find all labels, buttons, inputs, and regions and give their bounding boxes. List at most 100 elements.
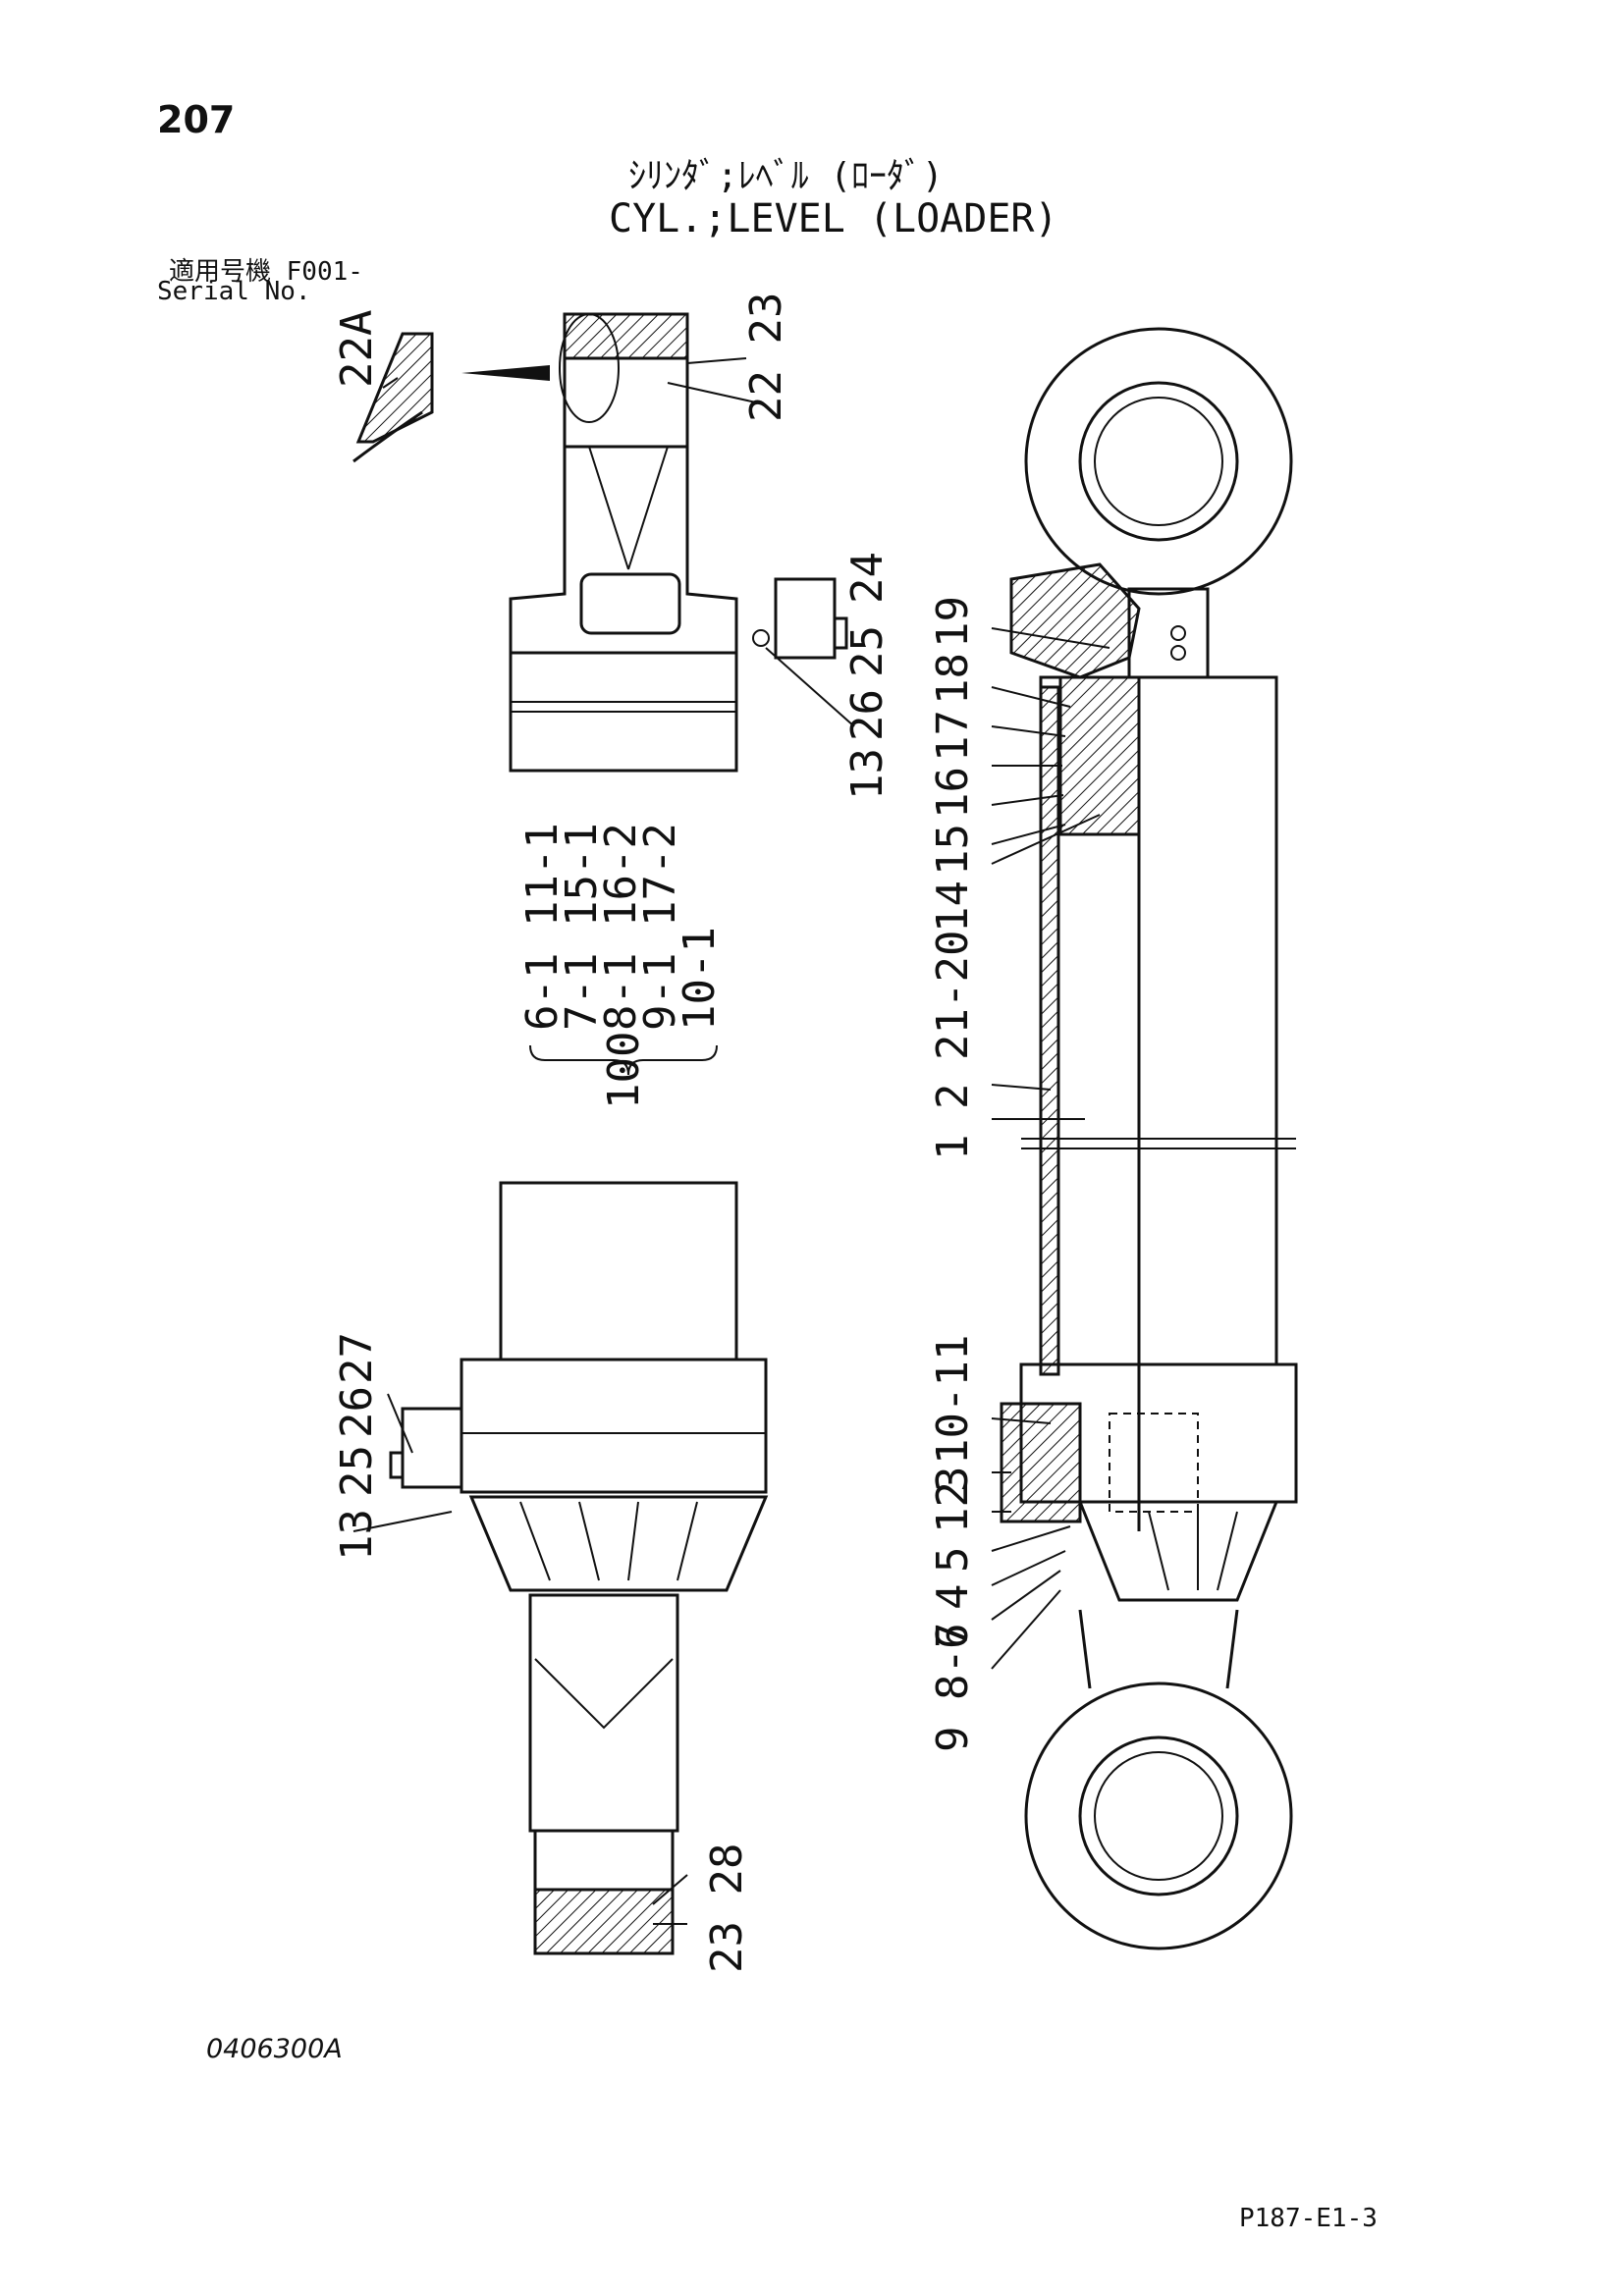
rod-end-taper [468,1495,769,1592]
leader-10-11 [991,1417,1052,1424]
rod-eye-bush [1094,1751,1223,1881]
callout-18: 18 [928,653,978,705]
rod-end-body [460,1358,768,1494]
rod-eye-bore [533,1829,675,1892]
callout-25: 25 [842,625,893,677]
callout-12: 12 [928,1481,978,1533]
rod-end-detail [389,1181,769,1955]
head-eye-inner [1078,381,1239,542]
kit-row-5: 10-1 [675,927,725,1031]
rod-end-bolt [389,1451,405,1479]
title-english: CYL.;LEVEL (LOADER) [609,196,1058,241]
leader-17 [991,725,1066,737]
kit-row-2: 7-1 15-1 [557,823,607,1031]
gland-body [563,356,689,449]
leader-15 [991,794,1064,806]
callout-6: 6 [928,1624,978,1650]
head-eye-outer [1024,327,1293,596]
leader-27 [387,1393,413,1454]
leader-6 [991,1570,1061,1621]
leader-13a [765,647,855,727]
page-number: 207 [157,98,236,141]
rod-eye-neck [1078,1609,1239,1689]
callout-2: 2 [928,1084,978,1110]
head-port-plate [1127,587,1210,679]
kit-row-3: 8-1 16-2 [596,823,646,1031]
head-eye-section [1009,562,1141,679]
callout-22-23: 22 23 [741,293,791,422]
gland-section-right [1000,1402,1082,1523]
leader-4 [991,1550,1066,1586]
seal-kit-group: 100 6-1 11-1 7-1 15-1 8-1 16-2 9-1 17-2 … [517,823,725,1109]
callout-26b: 26 [332,1386,382,1438]
gland-ribs [1148,1511,1238,1591]
gland-section [563,312,689,360]
rod-end-ribs [519,1501,698,1581]
leader-13b [352,1511,453,1532]
head-eye-bush [1094,397,1223,526]
callout-21-20: 21-20 [928,931,978,1060]
grease-nipple-icon [752,629,770,647]
detail-circle [559,313,620,423]
detail-arrow [461,365,550,381]
port-bolt [833,616,848,650]
leader-22A [382,377,399,389]
callout-19: 19 [928,596,978,648]
leader-2 [991,1084,1052,1091]
rod-head-outline [509,447,738,655]
applicable-serial-label: 適用号機 F001- [169,257,363,287]
leader-lines [352,357,1110,1925]
rod-end-tube [499,1181,738,1362]
callout-4: 4 [928,1584,978,1611]
head-port-hole-b [1170,645,1186,661]
serial-number-label: Serial No. [157,277,311,306]
callout-labels: 22A 22 23 24 25 26 13 19 18 17 16 15 14 … [332,293,978,1973]
rod-end-port-block [401,1407,463,1489]
rod-eye-inner [1078,1735,1239,1896]
gland-taper [1077,1500,1279,1602]
leader-23 [686,357,747,364]
rod-eye-bush-section [533,1888,675,1955]
callout-13a: 13 [842,748,893,800]
title-japanese: ｼﾘﾝﾀﾞ;ﾚﾍﾞﾙ (ﾛｰﾀﾞ) [628,156,944,196]
callout-14: 14 [928,881,978,933]
callout-9-8-7: 9 8-7 [928,1623,978,1752]
callout-25b: 25 [332,1445,382,1497]
rod-head-window [579,572,681,635]
leader-14 [991,824,1066,845]
kit-brace [529,1044,718,1076]
leader-19 [991,627,1110,649]
callout-10-11: 10-11 [928,1335,978,1465]
drawing-code: 0406300A [206,2034,343,2064]
leader-22 [667,382,757,403]
callout-3: 3 [928,1467,978,1493]
port-block [774,577,837,660]
callout-13b: 13 [332,1509,382,1561]
callout-27: 27 [332,1332,382,1384]
leader-18 [991,686,1071,708]
rod-eye-outer [1024,1682,1293,1950]
callout-23-28: 23 28 [702,1843,752,1973]
rod-eye-shank [528,1593,679,1833]
callout-1: 1 [928,1135,978,1161]
tube-wall-section [1039,685,1060,1376]
callout-5: 5 [928,1547,978,1574]
detail-22A-curve [352,410,423,463]
callout-17: 17 [928,710,978,762]
kit-row-4: 9-1 17-2 [635,823,685,1031]
callout-26: 26 [842,689,893,741]
callout-15: 15 [928,824,978,876]
callout-22A: 22A [332,310,382,388]
kit-number: 100 [599,1032,649,1109]
kit-row-1: 6-1 11-1 [517,823,568,1031]
rod-eye-taper [534,1658,674,1730]
callout-24: 24 [842,552,893,604]
leader-21-20 [991,814,1101,865]
piston-section [1058,675,1141,836]
head-end-detail [352,312,848,773]
head-port-hole-a [1170,625,1186,641]
full-cylinder-assembly [1000,327,1298,1950]
page-reference: P187-E1-3 [1239,2204,1378,2233]
hidden-port [1109,1413,1199,1513]
